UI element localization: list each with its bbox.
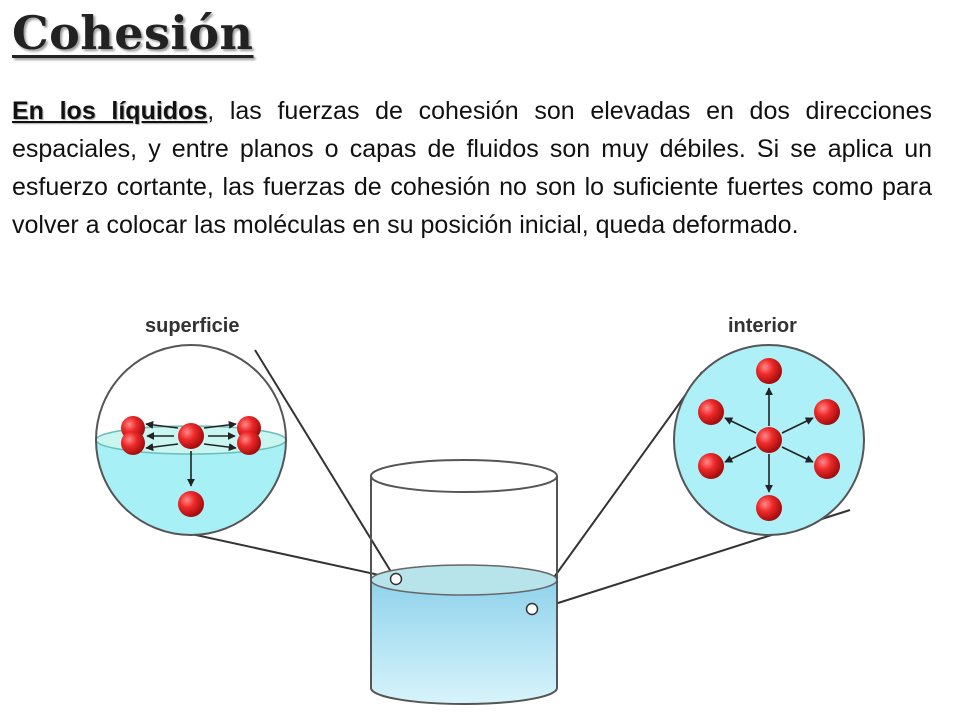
label-superficie: superficie	[145, 315, 239, 337]
interior-point	[525, 602, 539, 616]
body-paragraph: En los líquidos, las fuerzas de cohesión…	[12, 92, 932, 244]
interior-zoom-circle	[673, 344, 865, 536]
label-interior: interior	[728, 315, 797, 337]
surface-molecules	[121, 416, 261, 517]
water-glass	[370, 459, 558, 705]
page-title: Cohesión	[12, 6, 254, 60]
surface-zoom-circle	[95, 344, 287, 536]
paragraph-rest: , las fuerzas de cohesión son elevadas e…	[12, 97, 932, 239]
surface-point	[389, 572, 403, 586]
interior-molecules	[698, 358, 840, 521]
paragraph-lead: En los líquidos	[12, 97, 208, 125]
